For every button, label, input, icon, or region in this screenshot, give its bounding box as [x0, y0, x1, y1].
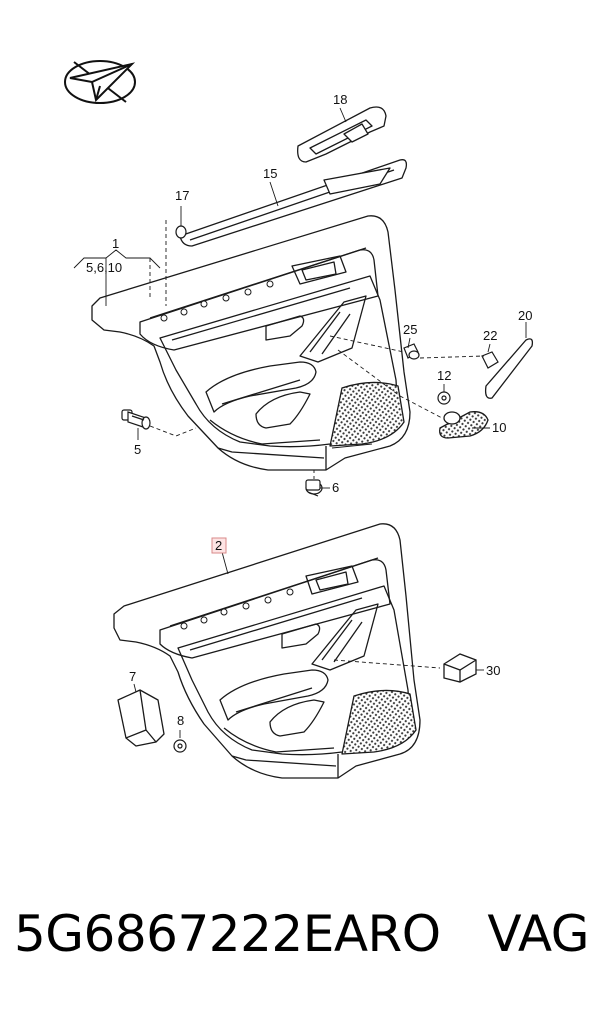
- label-part-18: 18: [333, 92, 347, 107]
- label-part-1: 1: [112, 236, 119, 251]
- washer-part-12: [437, 391, 451, 405]
- caption: 5G6867222EARO VAG: [14, 905, 589, 963]
- trim-strip-part-15: [179, 159, 408, 247]
- washer-part-8: [173, 739, 187, 753]
- label-part-10: 10: [492, 420, 506, 435]
- label-part-2: 2: [215, 538, 222, 553]
- label-part-20: 20: [518, 308, 532, 323]
- clip-part-6: [305, 479, 323, 497]
- speaker-cover-part-10: [439, 411, 489, 439]
- screw-clip-part-5: [121, 409, 151, 430]
- label-part-17: 17: [175, 188, 189, 203]
- door-trim-panel-lower: [113, 523, 421, 779]
- label-part-25: 25: [403, 322, 417, 337]
- label-part-30: 30: [486, 663, 500, 678]
- screw-part-25: [403, 343, 420, 360]
- clip-part-17: [175, 225, 187, 239]
- label-part-7: 7: [129, 669, 136, 684]
- label-part-5: 5: [134, 442, 141, 457]
- highlight-box-part-2: [211, 537, 227, 554]
- label-part-15: 15: [263, 166, 277, 181]
- door-trim-panel-upper: [91, 215, 411, 471]
- label-part-6: 6: [332, 480, 339, 495]
- label-part-12: 12: [437, 368, 451, 383]
- label-part-1-sub: 5,6,10: [86, 260, 122, 275]
- label-part-22: 22: [483, 328, 497, 343]
- crossed-plane-icon: [64, 60, 136, 104]
- bracket-part-7: [117, 689, 165, 747]
- bracket-part-30: [443, 653, 477, 683]
- leader-lines: [73, 107, 527, 738]
- clip-part-22: [481, 351, 499, 369]
- clip-holes-lower: [180, 588, 294, 630]
- trim-bar-part-20: [484, 338, 534, 399]
- part-number-text: 5G6867222EARO: [14, 905, 441, 963]
- label-part-8: 8: [177, 713, 184, 728]
- clip-holes-upper: [160, 280, 274, 322]
- handle-bezel-part-18: [297, 106, 387, 163]
- vendor-text: VAG: [487, 905, 589, 963]
- part-labels: 1 5,6,10 17 15 18 25 22 20 12 10 5 6 2 3…: [86, 92, 532, 728]
